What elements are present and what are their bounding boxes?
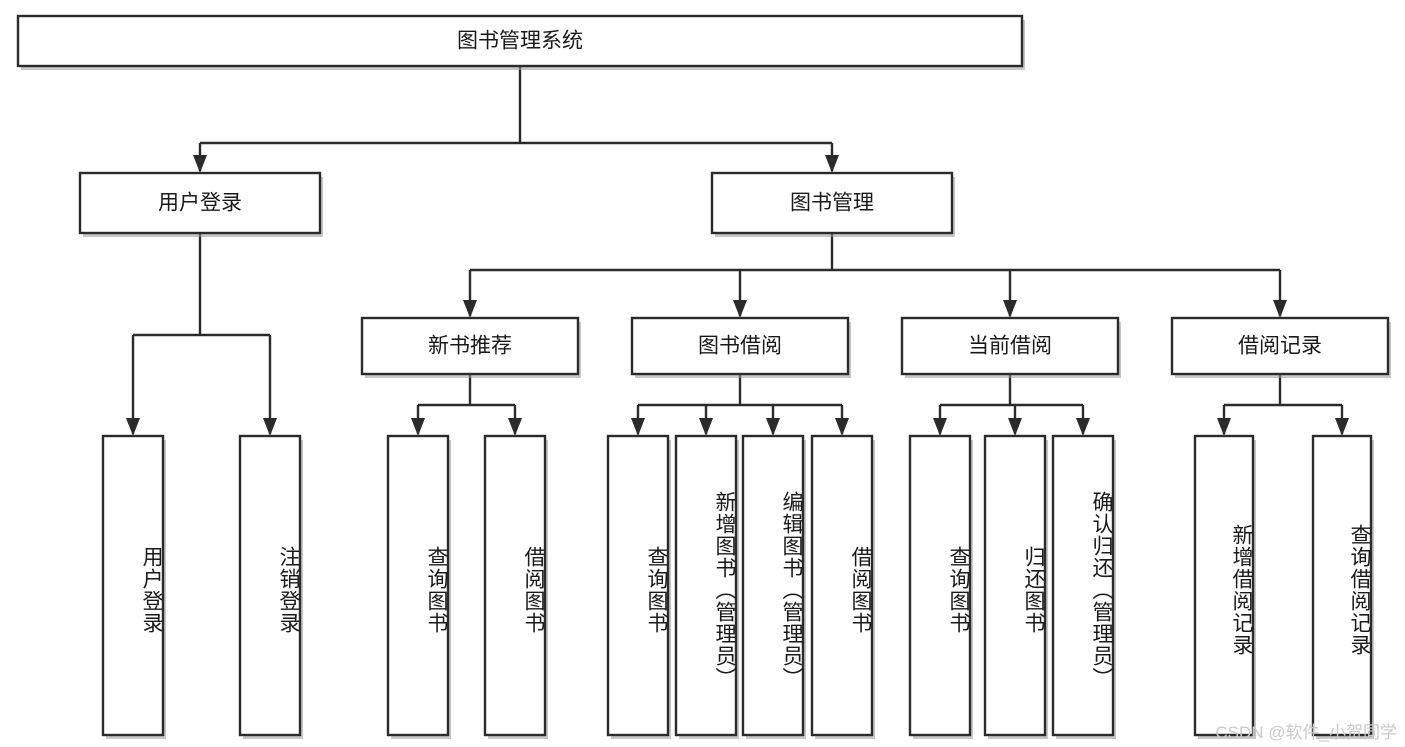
arrow-head [263, 418, 277, 436]
arrow-head [631, 418, 645, 436]
node-box-leaf-query-book-3[interactable] [908, 434, 972, 737]
node-label-root: 图书管理系统 [457, 30, 583, 53]
arrow-head [1003, 300, 1017, 318]
node-box-leaf-return-book[interactable] [983, 434, 1047, 737]
node-box-leaf-query-record[interactable] [1311, 434, 1373, 737]
arrow-head [1335, 418, 1349, 436]
arrow-head [411, 418, 425, 436]
arrow-head [1273, 300, 1287, 318]
arrow-head [1217, 418, 1231, 436]
watermark-text: CSDN @软件_小贺同学 [1215, 723, 1397, 742]
node-box-current-borrow[interactable] [900, 316, 1120, 376]
node-box-user-login[interactable] [78, 171, 322, 235]
node-label-new-book-recommend: 新书推荐 [428, 335, 512, 358]
node-box-leaf-add-record[interactable] [1193, 434, 1255, 737]
node-label-book-manage: 图书管理 [790, 192, 874, 215]
arrow-head [508, 418, 522, 436]
node-box-leaf-user-logout[interactable] [238, 434, 302, 737]
node-box-new-book-recommend[interactable] [360, 316, 580, 376]
arrow-head [1008, 418, 1022, 436]
node-label-user-login: 用户登录 [158, 192, 242, 215]
node-label-borrow-record: 借阅记录 [1238, 335, 1322, 358]
node-box-leaf-user-login[interactable] [101, 434, 165, 737]
arrow-head [463, 300, 477, 318]
arrow-head [766, 418, 780, 436]
node-box-leaf-edit-book[interactable] [741, 434, 805, 737]
arrow-head [699, 418, 713, 436]
arrow-head [1076, 418, 1090, 436]
node-box-book-borrow[interactable] [630, 316, 850, 376]
arrow-head [193, 155, 207, 173]
node-boxes [16, 14, 1391, 739]
arrow-head [825, 155, 839, 173]
node-box-borrow-record[interactable] [1170, 316, 1390, 376]
node-box-root[interactable] [16, 14, 1024, 68]
node-box-leaf-borrow-book-1[interactable] [483, 434, 547, 737]
node-box-book-manage[interactable] [710, 171, 954, 235]
node-box-leaf-query-book-1[interactable] [386, 434, 450, 737]
arrow-head [835, 418, 849, 436]
arrow-head [126, 418, 140, 436]
arrow-head [733, 300, 747, 318]
node-label-current-borrow: 当前借阅 [968, 335, 1052, 358]
arrow-head [933, 418, 947, 436]
connector-edges [126, 66, 1349, 436]
node-box-leaf-add-book[interactable] [674, 434, 738, 737]
node-label-book-borrow: 图书借阅 [698, 335, 782, 358]
node-box-leaf-query-book-2[interactable] [606, 434, 670, 737]
node-box-leaf-borrow-book-2[interactable] [810, 434, 874, 737]
node-box-leaf-confirm-return[interactable] [1051, 434, 1115, 737]
